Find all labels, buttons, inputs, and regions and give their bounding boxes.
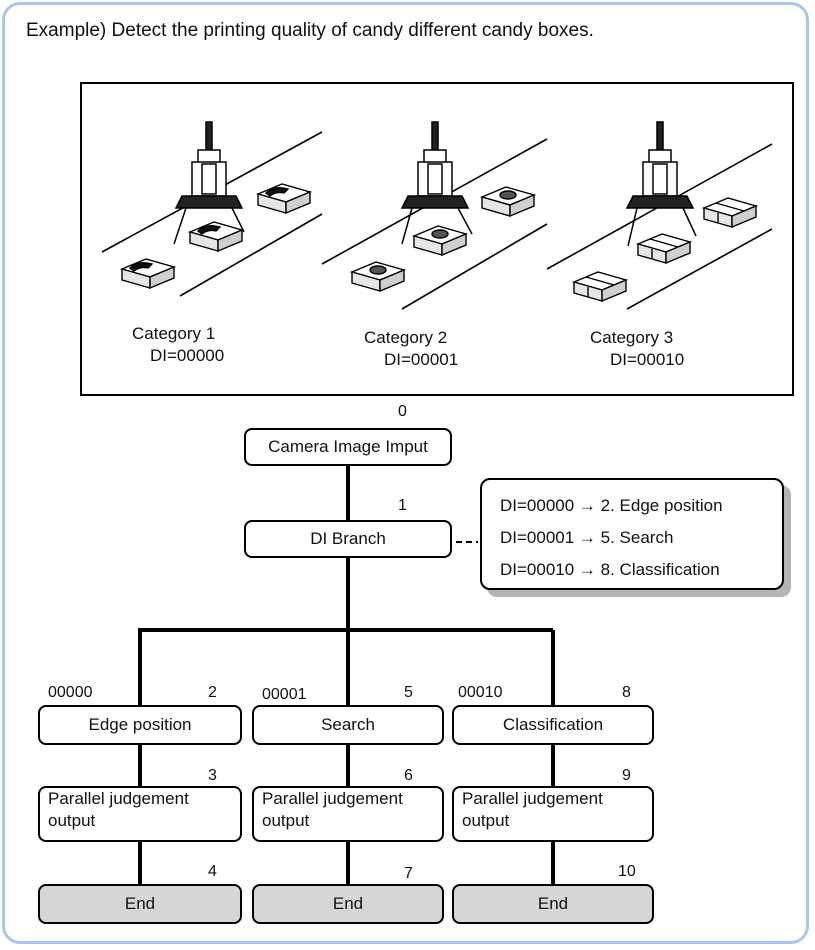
node-label-line: Parallel judgement	[462, 789, 603, 808]
step-number: 9	[622, 767, 631, 784]
branch-code: 00010	[458, 684, 503, 701]
parallel-judgement-output-node: Parallel judgement output	[452, 786, 654, 842]
step-number: 2	[208, 684, 217, 701]
parallel-judgement-output-node: Parallel judgement output	[252, 786, 444, 842]
branch-note: DI=00000 → 2. Edge position DI=00001 → 5…	[480, 478, 784, 590]
category-3-code: DI=00010	[610, 350, 685, 369]
conveyor-illustration	[101, 121, 773, 310]
node-label-line: Parallel judgement	[48, 789, 189, 808]
candy-box-icon	[571, 197, 759, 303]
illustration-box: Category 1 DI=00000 Category 2 DI=00001 …	[80, 82, 794, 396]
branch-note-line: DI=00000 → 2. Edge position	[500, 496, 723, 515]
node-label-line: output	[262, 811, 310, 830]
camera-image-input-node: Camera Image Imput	[244, 428, 452, 466]
node-label-line: output	[48, 811, 96, 830]
end-node: End	[452, 884, 654, 924]
node-label-line: Parallel judgement	[262, 789, 403, 808]
candy-box-icon	[119, 183, 313, 290]
step-number: 5	[404, 684, 413, 701]
category-1-code: DI=00000	[150, 346, 225, 365]
camera-icon	[400, 121, 473, 245]
category-2-label: Category 2	[364, 328, 448, 347]
edge-position-node: Edge position	[38, 705, 242, 745]
diagram-title: Example) Detect the printing quality of …	[26, 20, 594, 41]
node-label-line: output	[462, 811, 510, 830]
category-2-code: DI=00001	[384, 350, 459, 369]
step-number: 3	[208, 767, 217, 784]
branch-code: 00001	[262, 686, 307, 703]
di-branch-node: DI Branch	[244, 520, 452, 558]
step-number: 6	[404, 767, 413, 784]
search-node: Search	[252, 705, 444, 745]
step-number: 0	[398, 403, 407, 420]
parallel-judgement-output-node: Parallel judgement output	[38, 786, 242, 842]
classification-node: Classification	[452, 705, 654, 745]
branch-note-line: DI=00001 → 5. Search	[500, 528, 674, 547]
branch-note-line: DI=00010 → 8. Classification	[500, 560, 720, 579]
camera-icon	[625, 121, 697, 247]
category-3-label: Category 3	[590, 328, 674, 347]
camera-icon	[173, 121, 245, 245]
step-number: 4	[208, 863, 217, 880]
step-number: 7	[404, 865, 413, 882]
step-number: 10	[618, 863, 636, 880]
step-number: 8	[622, 684, 631, 701]
category-1-label: Category 1	[132, 324, 216, 343]
step-number: 1	[398, 497, 407, 514]
candy-box-icon	[349, 186, 537, 293]
end-node: End	[38, 884, 242, 924]
end-node: End	[252, 884, 444, 924]
branch-code: 00000	[48, 684, 93, 701]
